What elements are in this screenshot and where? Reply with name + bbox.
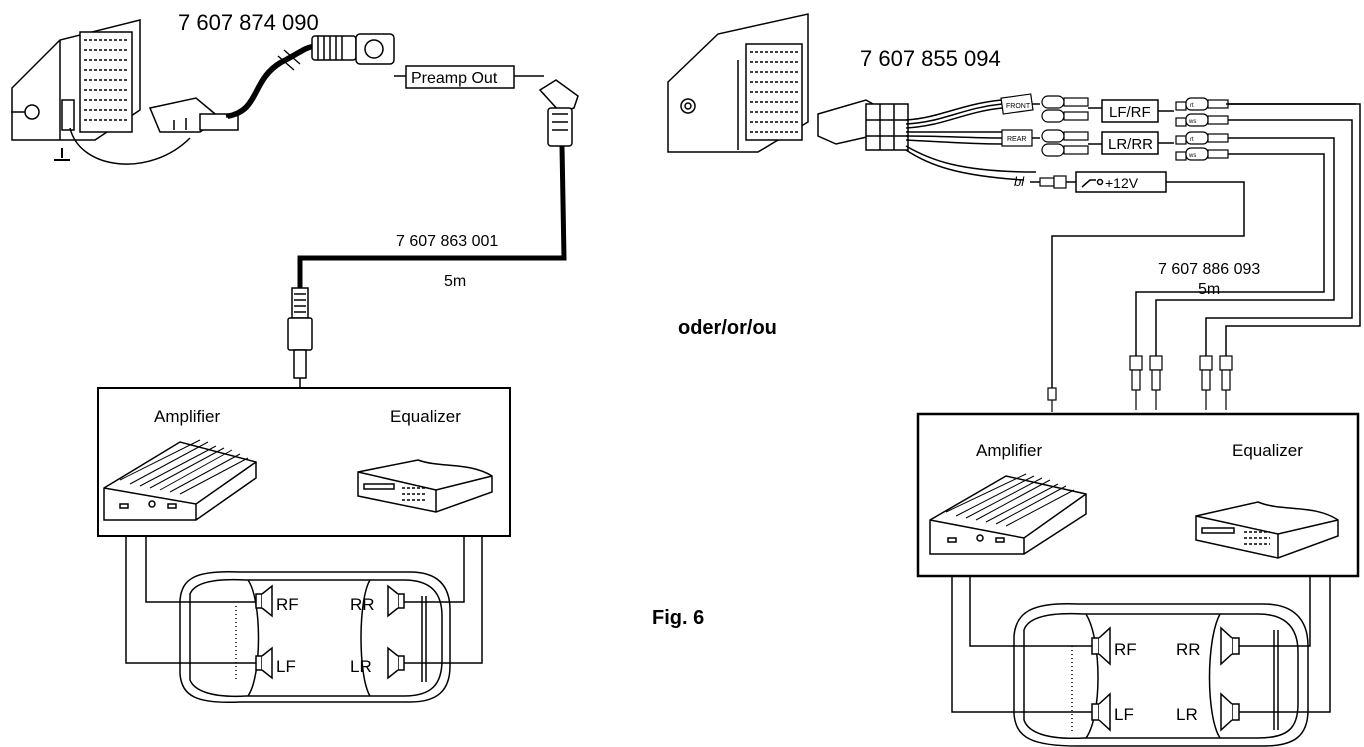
left-speaker-rf: RF [276,595,299,614]
left-cable-length: 5m [444,273,466,290]
switch-icon [1081,178,1104,188]
right-amplifier-label: Amplifier [976,441,1042,460]
right-rca-plugs-out [1175,97,1229,161]
right-part-number: 7 607 855 094 [860,46,1001,71]
right-car [1013,603,1309,747]
right-equalizer-label: Equalizer [1232,441,1303,460]
plug-ws-label-1: ws [1188,119,1196,125]
right-speaker-wires [951,576,1331,713]
din-connector [311,33,395,65]
right-diagram: 7 607 855 094 [667,13,1361,747]
right-rca-plugs-in [1041,95,1089,157]
left-cable-part-number: 7 607 863 001 [396,233,498,250]
right-cable-part-number: 7 607 886 093 [1158,261,1260,278]
left-speaker-wires [125,536,483,664]
plug-rt-label-1: rt [1190,103,1194,109]
rear-tag-label: REAR [1007,136,1026,143]
left-amplifier-label: Amplifier [154,407,220,426]
plug-rt-label-2: rt [1190,137,1194,143]
preamp-out-label: Preamp Out [411,70,498,87]
left-speakers [255,584,405,680]
right-speaker-lr: LR [1176,705,1198,724]
plug-ws-label-2: ws [1188,153,1196,159]
right-head-unit [667,13,809,153]
right-speakers [1091,626,1240,732]
lr-rr-label: LR/RR [1108,136,1153,153]
left-diagram: 7 607 874 090 [11,10,579,704]
left-adapter [148,97,239,133]
figure-label: Fig. 6 [652,607,704,629]
front-tag-label: FRONT [1006,103,1031,110]
bl-connector [1039,175,1067,189]
angled-plug [538,79,579,147]
lf-rf-label: LF/RF [1109,104,1151,121]
right-equalizer-icon [1195,501,1339,559]
left-part-number: 7 607 874 090 [178,10,319,35]
left-head-unit [11,19,141,141]
right-rca-cables [1135,103,1361,360]
right-speaker-lf: LF [1114,705,1134,724]
right-speaker-rr: RR [1176,640,1201,659]
right-speaker-rf: RF [1114,640,1137,659]
left-speaker-lr: LR [350,657,372,676]
ground-icon [54,148,70,161]
preamp-out-box [405,65,515,89]
right-cable-length: 5m [1198,281,1220,298]
left-equalizer-icon [357,459,493,513]
or-label: oder/or/ou [678,317,777,339]
bl-wire-label: bl [1014,174,1025,189]
left-amplifier-icon [103,439,257,521]
power-12v-label: +12V [1105,175,1139,191]
lower-din-plug [287,287,313,379]
right-adapter [817,99,909,151]
right-harness-wires [905,99,1037,181]
left-equalizer-label: Equalizer [390,407,461,426]
right-amplifier-icon [929,473,1087,555]
front-tag [1000,93,1034,115]
left-car [179,570,451,704]
right-rca-plugs-amp [1129,355,1233,410]
left-speaker-lf: LF [276,657,296,676]
power-plug [1047,387,1057,412]
left-speaker-rr: RR [350,595,375,614]
